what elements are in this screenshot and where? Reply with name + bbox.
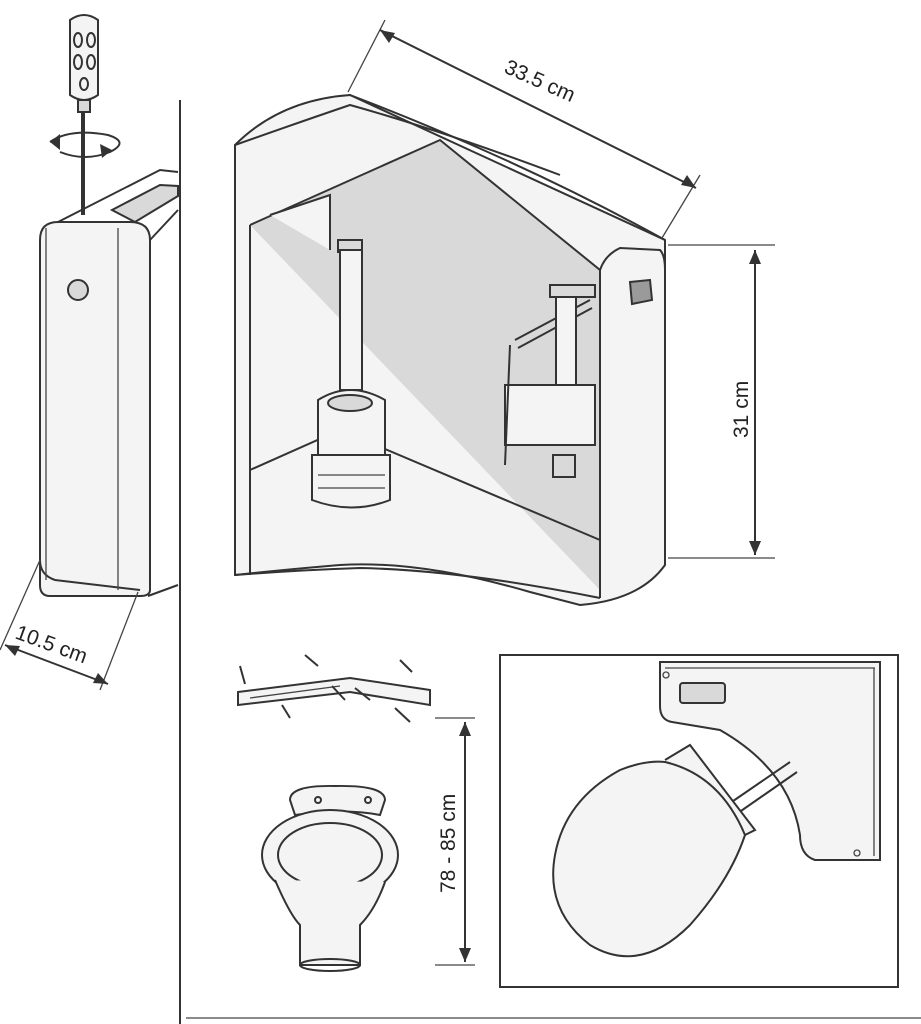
rotation-arrow-icon [49, 131, 121, 158]
floor-plan-frame [499, 654, 899, 988]
cistern-screw-hole [67, 279, 89, 301]
mount-height-dimension: 78 - 85 cm [435, 717, 475, 966]
floor-plan-top-view [552, 661, 881, 958]
flush-valve [269, 193, 391, 509]
cistern-side-view [39, 168, 179, 597]
mount-height-label: 78 - 85 cm [437, 794, 460, 893]
depth-label: 10.5 cm [12, 621, 90, 668]
toilet-bowl [261, 784, 399, 972]
height-label: 31 cm [730, 381, 753, 438]
knob-icon [628, 278, 654, 306]
height-dimension: 31 cm [668, 244, 775, 559]
width-label: 33.5 cm [501, 56, 579, 107]
cistern-interior-view [234, 93, 666, 607]
panel-frames [179, 100, 921, 1024]
fill-valve [504, 284, 596, 478]
screwdriver-icon [49, 14, 121, 215]
mounting-bracket [237, 654, 431, 723]
flush-button-icon [679, 682, 726, 704]
